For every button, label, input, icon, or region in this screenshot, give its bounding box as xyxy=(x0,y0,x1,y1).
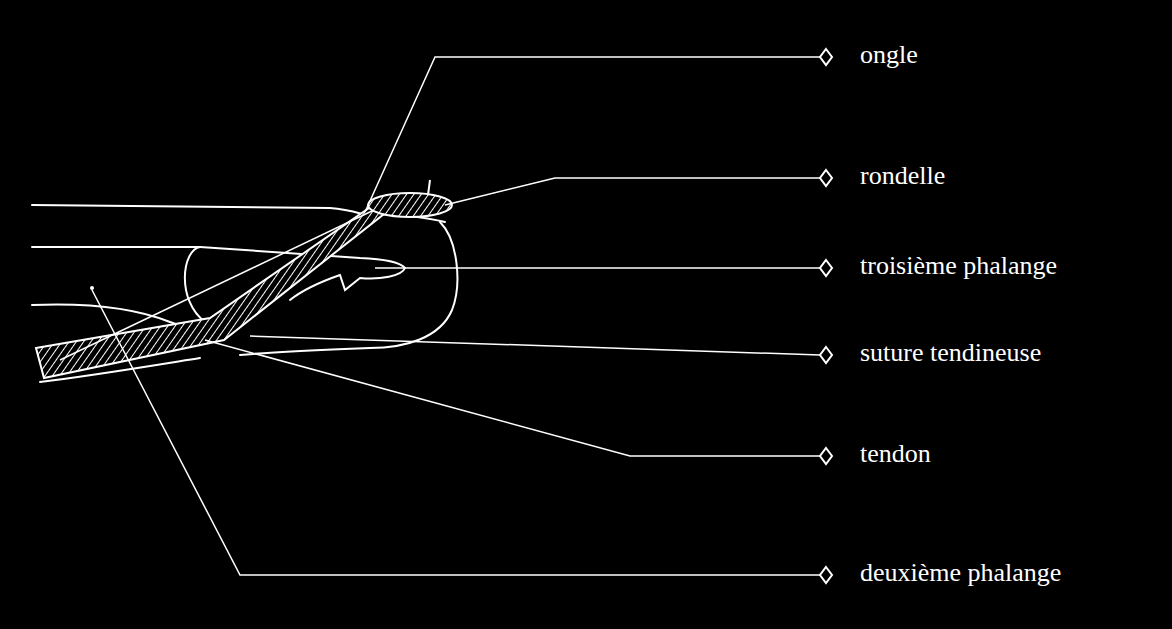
leader-dot xyxy=(90,286,94,290)
finger-outline xyxy=(32,205,457,382)
leader-lines xyxy=(92,57,820,575)
part-label: ongle xyxy=(860,40,918,70)
button-washer xyxy=(368,193,452,217)
part-label: suture tendineuse xyxy=(860,338,1041,368)
tendon xyxy=(36,206,384,378)
suture-thread xyxy=(60,200,395,360)
part-label: troisième phalange xyxy=(860,251,1057,281)
part-label: rondelle xyxy=(860,161,945,191)
part-label: tendon xyxy=(860,439,931,469)
suture-knot xyxy=(428,180,430,195)
diamond-markers xyxy=(820,49,832,583)
part-label: deuxième phalange xyxy=(860,558,1061,588)
